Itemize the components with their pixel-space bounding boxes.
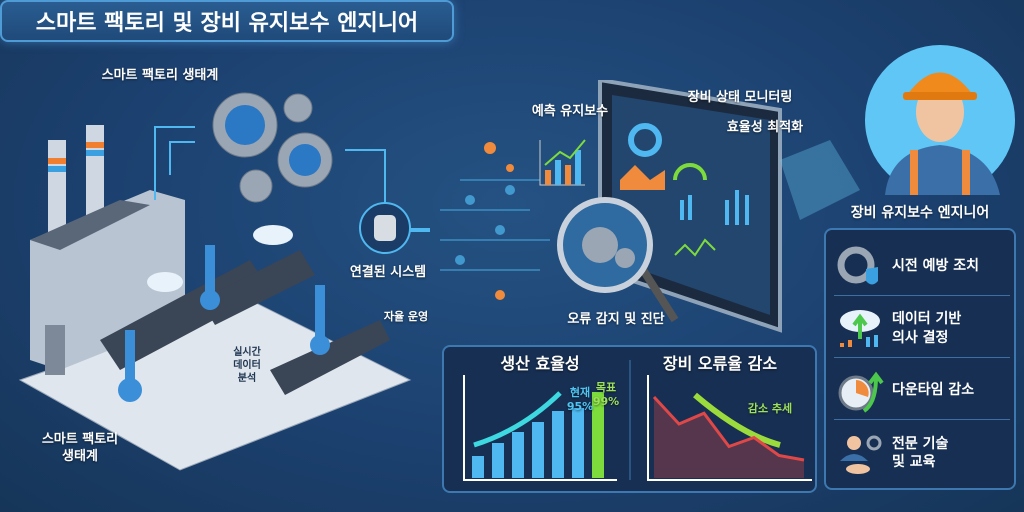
ecosystem-label-bottom: 스마트 팩토리 생태계 <box>41 432 119 464</box>
benefit-label: 전문 기술 및 교육 <box>892 435 949 470</box>
chart-title-error-rate: 장비 오류율 감소 <box>662 354 778 373</box>
error-line <box>652 395 805 462</box>
benefit-item: 전문 기술 및 교육 <box>834 424 1010 482</box>
dashboard-illustration <box>440 80 860 333</box>
error-area <box>654 397 804 478</box>
trend-annotation: 감소 추세 <box>747 402 793 415</box>
fault-detect-label: 오류 감지 및 진단 <box>567 312 665 327</box>
ecosystem-label: 스마트 팩토리 생태계 <box>101 68 219 83</box>
charts-svg <box>463 360 812 481</box>
efficiency-bar <box>572 408 584 478</box>
efficiency-opt-label: 효율성 최적화 <box>726 120 804 135</box>
efficiency-bar <box>532 422 544 478</box>
realtime-label: 실시간 데이터 분석 <box>233 347 261 384</box>
gear-wrench-shield-icon <box>837 246 878 284</box>
factory-illustration <box>18 92 430 471</box>
efficiency-axes <box>463 375 617 481</box>
error-axes <box>647 375 812 481</box>
efficiency-bar <box>552 411 564 478</box>
engineer-avatar <box>865 45 1015 195</box>
predictive-label: 예측 유지보수 <box>531 104 609 119</box>
growth-arrow <box>473 391 562 448</box>
benefit-item: 데이터 기반 의사 결정 <box>834 300 1010 358</box>
benefit-item: 시전 예방 조치 <box>834 238 1010 296</box>
decrease-arrow <box>693 392 781 448</box>
chimney-icon <box>48 125 104 240</box>
cloud-icon <box>147 272 183 292</box>
stopwatch-arrow-icon <box>838 371 884 413</box>
magnifier-icon <box>557 197 679 323</box>
engineer-label: 장비 유지보수 엔지니어 <box>850 205 990 221</box>
efficiency-bar <box>492 443 504 478</box>
connected-system-label: 연결된 시스템 <box>349 265 427 280</box>
cloud-icon <box>253 225 293 245</box>
autonomous-label: 자율 운영 <box>383 310 429 323</box>
hard-hat-icon <box>907 72 973 95</box>
efficiency-bar <box>592 392 604 478</box>
benefit-label: 데이터 기반 의사 결정 <box>892 311 962 346</box>
cloud-upload-chart-icon <box>840 309 880 347</box>
trend-chart-icon <box>539 139 586 186</box>
chart-title-efficiency: 생산 효율성 <box>500 354 580 373</box>
benefit-label: 다운타임 감소 <box>892 382 975 399</box>
handshake-expert-icon <box>840 435 882 474</box>
target-label: 목표 99% <box>592 381 620 409</box>
benefit-label: 시전 예방 조치 <box>892 258 980 275</box>
page-title: 스마트 팩토리 및 장비 유지보수 엔지니어 <box>0 0 454 42</box>
efficiency-bar <box>472 456 484 478</box>
benefit-item: 다운타임 감소 <box>834 362 1010 420</box>
efficiency-bar <box>512 432 524 478</box>
current-label: 현재 95% <box>566 386 594 414</box>
benefits-panel: 시전 예방 조치 데이터 기반 의사 결정 다운타임 감소 전문 기술 및 교육 <box>824 228 1016 490</box>
monitoring-label: 장비 상태 모니터링 <box>687 90 793 105</box>
